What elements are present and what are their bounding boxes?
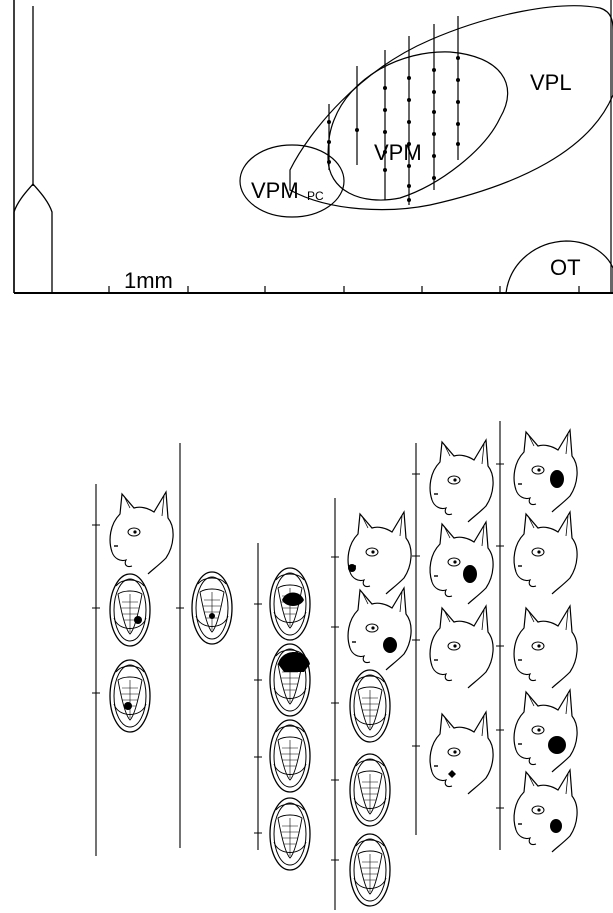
receptive-field-mark <box>383 637 397 653</box>
receptive-field-mark <box>550 819 562 833</box>
vpm-outline <box>328 52 508 200</box>
scale-bar-label: 1mm <box>124 268 173 293</box>
open-mouth-icon <box>350 834 390 906</box>
cat-face-icon <box>430 712 493 794</box>
receptive-field-mark <box>448 770 456 778</box>
cat-face-icon <box>348 512 411 594</box>
cat-face-icon <box>110 492 173 574</box>
cat-face-icon <box>514 512 577 594</box>
open-mouth-icon <box>110 574 150 646</box>
section-panel: VPL VPM VPM PC OT 1mm <box>14 0 613 293</box>
cat-face-icon <box>430 522 493 604</box>
receptive-field-mark <box>124 702 132 710</box>
cat-face-icon <box>514 690 577 772</box>
receptive-field-mark <box>348 564 356 572</box>
receptive-field-mark <box>278 652 310 672</box>
open-mouth-icon <box>350 754 390 826</box>
cat-face-icon <box>430 440 493 522</box>
open-mouth-icon <box>110 660 150 732</box>
receptive-field-mark <box>463 565 477 583</box>
label-vpmpc: VPM <box>251 178 299 203</box>
recording-tracks <box>329 16 458 205</box>
open-mouth-icon <box>350 670 390 742</box>
cat-face-icon <box>348 588 411 670</box>
cat-face-icon <box>514 770 577 852</box>
label-vpl: VPL <box>530 70 572 95</box>
receptive-field-mark <box>209 613 215 619</box>
vpl-outline <box>290 6 613 210</box>
cat-face-icon <box>430 606 493 688</box>
cat-face-icon <box>514 606 577 688</box>
open-mouth-icon <box>192 572 232 644</box>
receptive-field-mark <box>548 736 566 754</box>
receptive-field-mark <box>550 470 564 488</box>
label-vpmpc-subscript: PC <box>307 189 324 203</box>
scale-ticks <box>109 286 579 293</box>
receptive-field-panel <box>92 421 577 910</box>
open-mouth-icon <box>270 720 310 792</box>
recording-sites <box>327 56 460 202</box>
label-vpm: VPM <box>374 140 422 165</box>
cat-face-icon <box>514 430 577 512</box>
open-mouth-icon <box>270 798 310 870</box>
label-ot: OT <box>550 255 581 280</box>
electrode-guide <box>14 6 52 293</box>
receptive-field-mark <box>134 616 142 624</box>
